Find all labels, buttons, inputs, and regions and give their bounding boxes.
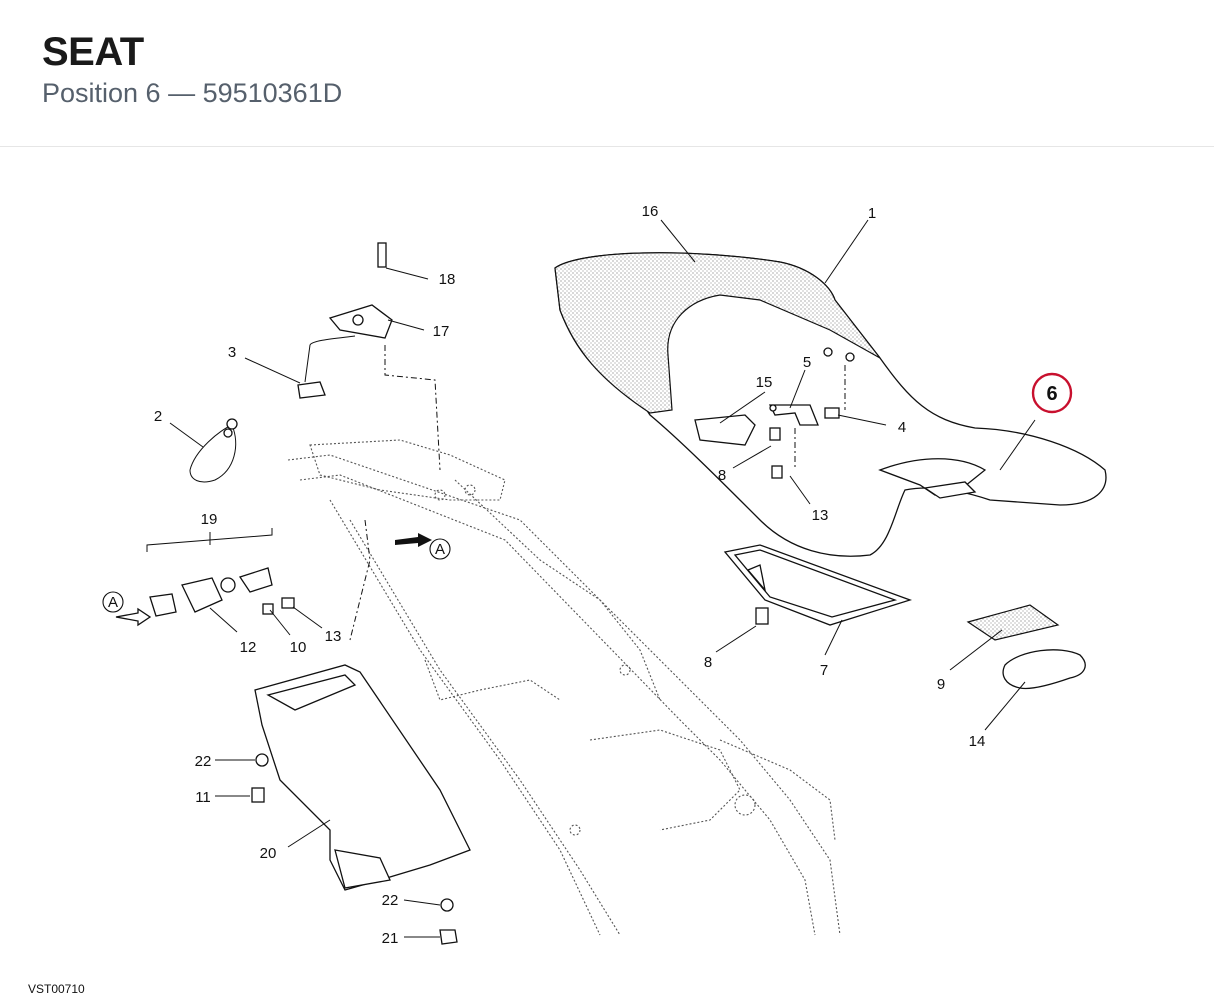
callout-17: 17 xyxy=(433,323,450,340)
exploded-parts-diagram: 1 2 3 4 5 7 8 8 9 10 11 12 13 13 14 15 1… xyxy=(102,203,1107,947)
lock-parts xyxy=(189,242,441,641)
seat-plate xyxy=(723,544,913,626)
highlighted-callout[interactable]: 6 xyxy=(1031,372,1073,414)
callout-8-lower: 8 xyxy=(704,654,712,671)
diagram-reference-code: VST00710 xyxy=(28,982,85,996)
callout-21: 21 xyxy=(382,930,399,947)
seat-assembly xyxy=(554,252,1107,557)
callout-4: 4 xyxy=(898,419,906,436)
highlight-ring[interactable] xyxy=(1031,372,1073,414)
callout-15: 15 xyxy=(756,374,773,391)
callout-22-upper: 22 xyxy=(195,753,212,770)
callout-13-left: 13 xyxy=(325,628,342,645)
seat-brackets xyxy=(694,365,846,479)
group-19-parts xyxy=(115,528,295,627)
callout-18: 18 xyxy=(439,271,456,288)
callout-20: 20 xyxy=(260,845,277,862)
callout-19: 19 xyxy=(201,511,218,528)
callout-2: 2 xyxy=(154,408,162,425)
callout-labels: 1 2 3 4 5 7 8 8 9 10 11 12 13 13 14 15 1… xyxy=(154,203,986,947)
view-markers: A A xyxy=(102,538,451,613)
page-header: SEAT Position 6 — 59510361D xyxy=(0,0,1214,147)
view-arrow xyxy=(395,533,432,547)
leader-lines xyxy=(169,219,1036,938)
callout-16: 16 xyxy=(642,203,659,220)
callout-13-right: 13 xyxy=(812,507,829,524)
view-marker-a-right: A xyxy=(435,541,445,558)
frame-outline xyxy=(287,439,841,936)
callout-5: 5 xyxy=(803,354,811,371)
panel-assembly xyxy=(251,664,471,945)
page-subtitle: Position 6 — 59510361D xyxy=(42,78,343,108)
callout-1: 1 xyxy=(868,205,876,222)
pad-parts xyxy=(966,604,1086,690)
callout-22-lower: 22 xyxy=(382,892,399,909)
callout-14: 14 xyxy=(969,733,986,750)
callout-3: 3 xyxy=(228,344,236,361)
callout-8-upper: 8 xyxy=(718,467,726,484)
callout-10: 10 xyxy=(290,639,307,656)
callout-11: 11 xyxy=(195,789,211,806)
callout-7: 7 xyxy=(820,662,828,679)
view-marker-a-left: A xyxy=(108,594,118,611)
callout-12: 12 xyxy=(240,639,257,656)
page-title: SEAT xyxy=(42,30,144,74)
callout-6[interactable]: 6 xyxy=(1046,383,1057,405)
callout-9: 9 xyxy=(937,676,945,693)
